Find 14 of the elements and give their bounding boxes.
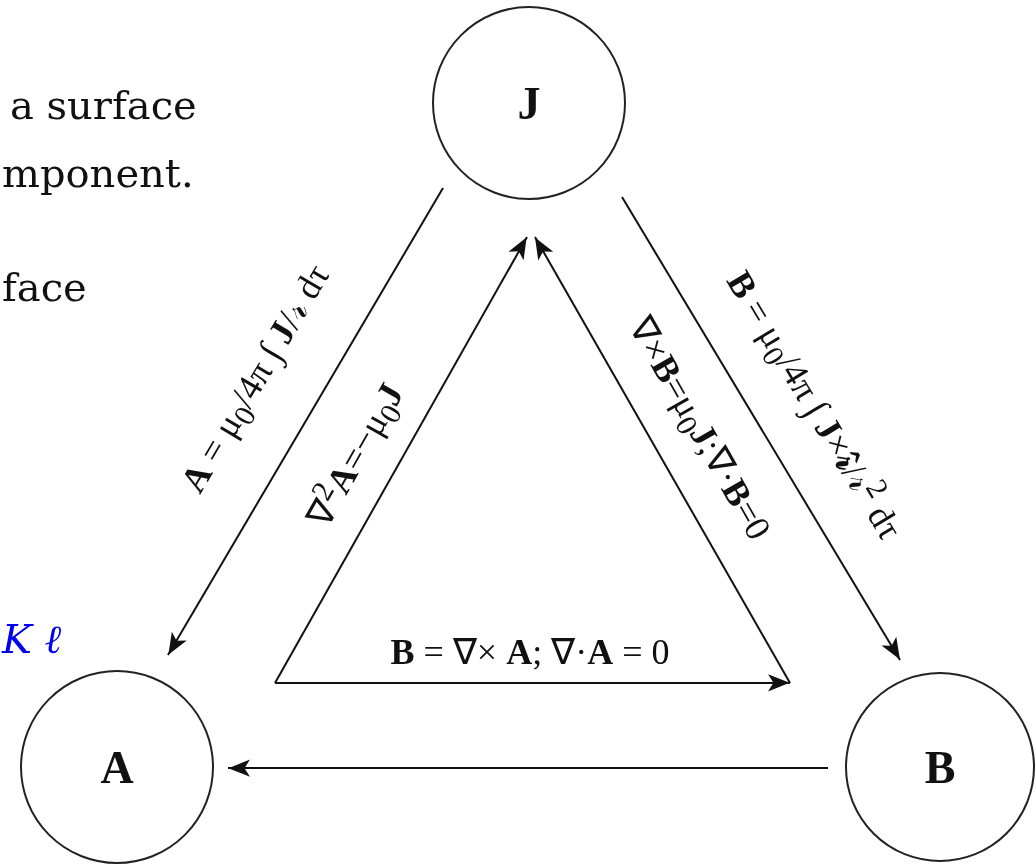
arrow — [534, 236, 791, 684]
arrow — [274, 236, 528, 684]
text-fragment: a surface — [10, 82, 197, 128]
arrow — [274, 674, 791, 692]
node-label: J — [517, 76, 541, 130]
equation-label: B = ∇× A; ∇·A = 0 — [390, 634, 670, 670]
node-label: B — [924, 740, 956, 794]
node-label: A — [100, 740, 134, 794]
text-fragment: K ℓ — [2, 616, 62, 663]
arrow — [227, 759, 829, 777]
text-fragment: face — [2, 264, 87, 310]
arrow — [621, 196, 901, 661]
text-fragment: mponent. — [2, 150, 194, 196]
arrow — [167, 187, 444, 656]
